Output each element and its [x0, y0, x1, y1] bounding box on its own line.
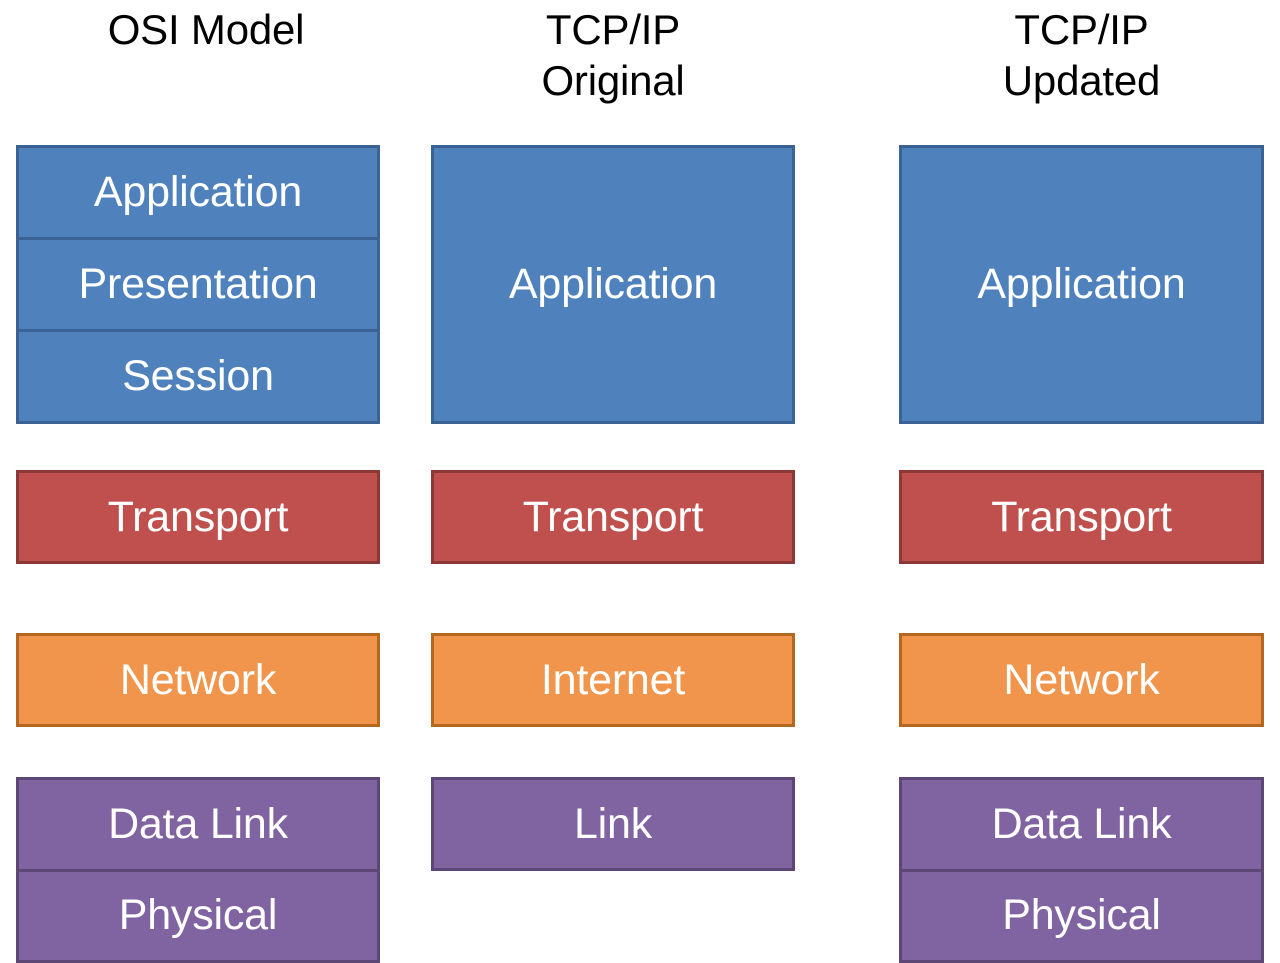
layer-group-tcpip-updated-link: Data Link Physical	[899, 777, 1264, 963]
layer-box-tcpip-original-application[interactable]: Application	[431, 145, 795, 424]
layer-box-tcpip-original-link[interactable]: Link	[431, 777, 795, 871]
layer-box-osi-presentation[interactable]: Presentation	[19, 237, 377, 329]
layer-box-tcpip-updated-application[interactable]: Application	[899, 145, 1264, 424]
layer-box-osi-network[interactable]: Network	[16, 633, 380, 727]
column-header-tcpip-updated: TCP/IP Updated	[1002, 6, 1161, 105]
layer-box-osi-data-link[interactable]: Data Link	[19, 780, 377, 869]
layer-box-osi-application[interactable]: Application	[19, 148, 377, 237]
column-header-tcpip-original: TCP/IP Original	[541, 6, 685, 105]
layer-box-tcpip-updated-network[interactable]: Network	[899, 633, 1264, 727]
layer-box-tcpip-original-transport[interactable]: Transport	[431, 470, 795, 564]
layer-group-osi-application: Application Presentation Session	[16, 145, 380, 424]
layer-box-tcpip-updated-physical[interactable]: Physical	[902, 868, 1261, 960]
layer-box-osi-transport[interactable]: Transport	[16, 470, 380, 564]
layer-box-tcpip-original-internet[interactable]: Internet	[431, 633, 795, 727]
layer-group-osi-link: Data Link Physical	[16, 777, 380, 963]
layer-box-osi-physical[interactable]: Physical	[19, 868, 377, 960]
column-header-osi-model: OSI Model	[107, 6, 305, 53]
layer-box-tcpip-updated-data-link[interactable]: Data Link	[902, 780, 1261, 869]
layer-box-osi-session[interactable]: Session	[19, 329, 377, 421]
layer-box-tcpip-updated-transport[interactable]: Transport	[899, 470, 1264, 564]
